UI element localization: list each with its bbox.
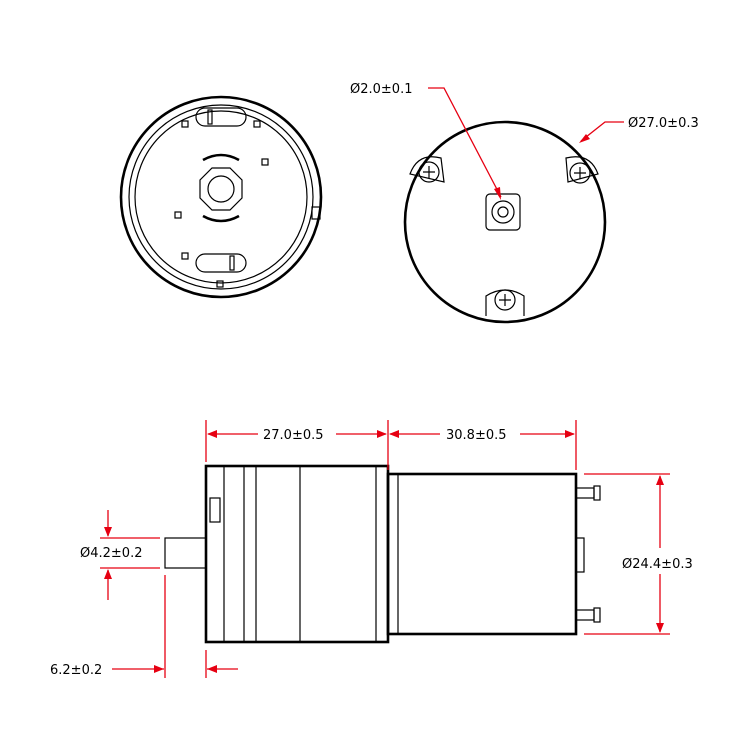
terminal-top — [575, 487, 595, 499]
mount-hole — [216, 280, 224, 288]
shaft-diameter-label: Ø4.2±0.2 — [80, 546, 142, 561]
output-shaft-end — [207, 175, 235, 203]
bearing-ring — [491, 200, 515, 224]
motor-body — [386, 472, 578, 636]
arrowhead — [207, 430, 217, 438]
hub-arc-bottom — [202, 214, 240, 223]
dim-shaft-length: 6.2±0.2 — [50, 575, 238, 678]
arrowhead — [579, 134, 590, 143]
gearbox-notch — [311, 206, 321, 220]
screw-head-left — [418, 161, 440, 183]
leader-line — [428, 87, 502, 198]
output-hub — [199, 167, 243, 211]
bearing-boss — [485, 193, 521, 231]
shaft-length-label: 6.2±0.2 — [50, 663, 102, 678]
screw-cross-right — [574, 167, 586, 179]
hub-arc-top — [202, 153, 240, 162]
bottom-slot — [195, 253, 247, 273]
motor-length-label: 30.8±0.5 — [446, 428, 507, 443]
arrowhead — [494, 187, 501, 200]
arrowhead — [154, 665, 164, 673]
motor-end-view — [403, 120, 607, 324]
arrowhead — [104, 569, 112, 579]
gearbox-clip — [209, 497, 221, 523]
terminal-top-tab — [593, 485, 601, 501]
arrowhead — [377, 430, 387, 438]
output-shaft — [164, 537, 207, 569]
terminal-bottom — [575, 609, 595, 621]
mount-hole — [174, 211, 182, 219]
gearbox-length-label: 27.0±0.5 — [263, 428, 324, 443]
pin-end — [497, 206, 509, 218]
motor-diameter-label: Ø27.0±0.3 — [628, 116, 699, 131]
top-slot — [195, 107, 247, 127]
mount-hole — [181, 252, 189, 260]
arrowhead — [207, 665, 217, 673]
terminal-bottom-tab — [593, 607, 601, 623]
body-diameter-label: Ø24.4±0.3 — [622, 557, 693, 572]
dim-shaft-diameter: Ø4.2±0.2 — [80, 510, 160, 600]
side-view — [164, 464, 601, 644]
top-slot-mark — [207, 109, 213, 125]
motor-can-outline — [403, 120, 607, 324]
screw-head-bottom — [494, 289, 516, 311]
dim-motor-length: 30.8±0.5 — [389, 428, 575, 443]
screw-cross-left — [423, 166, 435, 178]
pin-diameter-label: Ø2.0±0.1 — [350, 82, 412, 97]
arrowhead — [104, 527, 112, 537]
screw-boss-left — [409, 156, 445, 183]
arrowhead — [565, 430, 575, 438]
dim-motor-diameter: Ø27.0±0.3 — [579, 116, 699, 143]
dim-gearbox-length: 27.0±0.5 — [207, 428, 387, 443]
gearbox-body — [204, 464, 390, 644]
gearbox-end-view — [119, 95, 323, 299]
rear-boss — [575, 537, 585, 573]
arrowhead — [656, 623, 664, 633]
gearbox-outer-ring — [119, 95, 323, 299]
dim-body-diameter: Ø24.4±0.3 — [584, 473, 693, 635]
mount-hole — [181, 120, 189, 128]
mount-hole — [253, 120, 261, 128]
bottom-slot-mark — [229, 255, 235, 271]
screw-boss-right — [565, 156, 599, 183]
arrowhead — [389, 430, 399, 438]
gearbox-inner-ring — [128, 104, 314, 290]
screw-cross-bottom — [499, 294, 511, 306]
arrowhead — [656, 475, 664, 485]
dim-pin-diameter: Ø2.0±0.1 — [350, 82, 502, 200]
mount-hole — [261, 158, 269, 166]
leader-line — [580, 121, 624, 142]
screw-head-right — [569, 162, 591, 184]
gearbox-face — [134, 110, 308, 284]
